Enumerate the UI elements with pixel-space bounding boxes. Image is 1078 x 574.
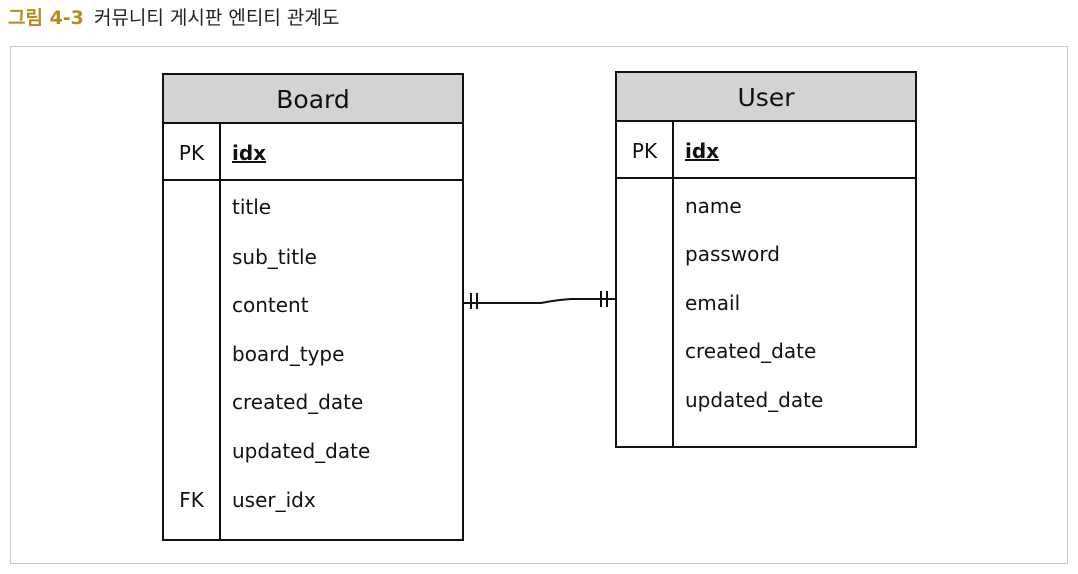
- relationship-line: [464, 298, 615, 304]
- entity-user: User PK idx name password email created_…: [615, 71, 917, 448]
- board-field-sub-title: sub_title: [232, 245, 317, 269]
- entity-user-title: User: [617, 73, 915, 122]
- figure-caption: 그림 4-3 커뮤니티 게시판 엔티티 관계도: [8, 3, 339, 33]
- board-field-updated-date: updated_date: [232, 439, 371, 463]
- user-field-updated-date: updated_date: [685, 388, 824, 412]
- figure-title: 커뮤니티 게시판 엔티티 관계도: [93, 7, 340, 29]
- entity-user-pk-row: PK idx: [617, 122, 915, 179]
- board-field-content: content: [232, 293, 309, 317]
- user-field-password: password: [685, 242, 780, 266]
- user-pk-field: idx: [685, 139, 720, 163]
- board-field-board-type: board_type: [232, 342, 345, 366]
- board-field-title: title: [232, 195, 272, 219]
- entity-board: Board PK idx title sub_title content boa…: [162, 73, 464, 541]
- entity-board-title: Board: [164, 75, 462, 124]
- entity-board-pk-row: PK idx: [164, 124, 462, 181]
- board-field-user-idx: user_idx: [232, 488, 316, 512]
- relationship-connector: [464, 291, 615, 309]
- board-field-created-date: created_date: [232, 390, 364, 414]
- user-key-column-divider: [672, 122, 674, 446]
- user-field-email: email: [685, 291, 741, 315]
- user-field-created-date: created_date: [685, 339, 817, 363]
- board-fk-label: FK: [179, 488, 204, 512]
- board-key-column-divider: [219, 124, 221, 539]
- user-field-name: name: [685, 194, 742, 218]
- board-pk-field: idx: [232, 141, 267, 165]
- board-pk-label: PK: [178, 141, 205, 165]
- figure-number: 그림 4-3: [8, 7, 84, 29]
- diagram-canvas: Board PK idx title sub_title content boa…: [10, 46, 1068, 564]
- user-pk-label: PK: [631, 139, 658, 163]
